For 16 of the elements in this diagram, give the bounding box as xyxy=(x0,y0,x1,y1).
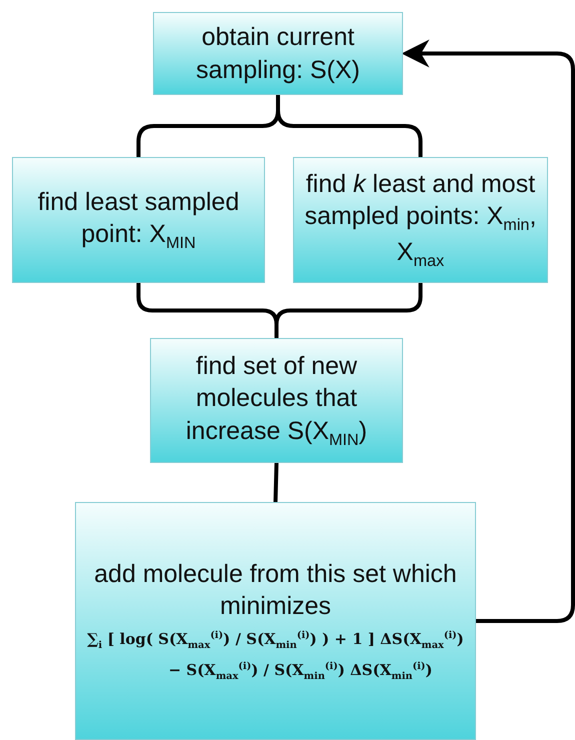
process-box xyxy=(150,338,403,463)
step-text: obtain current sampling: S(X) xyxy=(195,22,361,86)
step-text: find k least and most sampled points: X$_{min}$, X$_{max}$ xyxy=(304,168,538,272)
process-box xyxy=(153,12,403,95)
step-text: find least sampled point: X$_{MIN}$ xyxy=(36,186,240,254)
connector-line xyxy=(274,462,278,502)
process-box xyxy=(293,157,548,283)
formula-text: − S(X$_{max}$$^{(i)}$) / S(X$_{min}$$^{(i)}$) ΔS(X$_{min}$$^{(i)}$) xyxy=(168,660,433,684)
process-box xyxy=(12,157,265,283)
arrow xyxy=(401,40,575,623)
connector-line xyxy=(276,95,422,157)
step-text: add molecule from this set which minimizes xyxy=(93,558,458,622)
step-text: find set of new molecules that increase S(X$_{MIN}$) xyxy=(184,350,368,451)
process-box xyxy=(75,502,476,740)
formula-text: ∑$_{i}$ [ log( S(X$_{max}$$^{(i)}$) / S(X$_{min}$$^{(i)}$) ) + 1 ] ΔS(X$_{max}$$^{(i)}$) xyxy=(87,628,464,653)
connector-line xyxy=(274,283,422,338)
